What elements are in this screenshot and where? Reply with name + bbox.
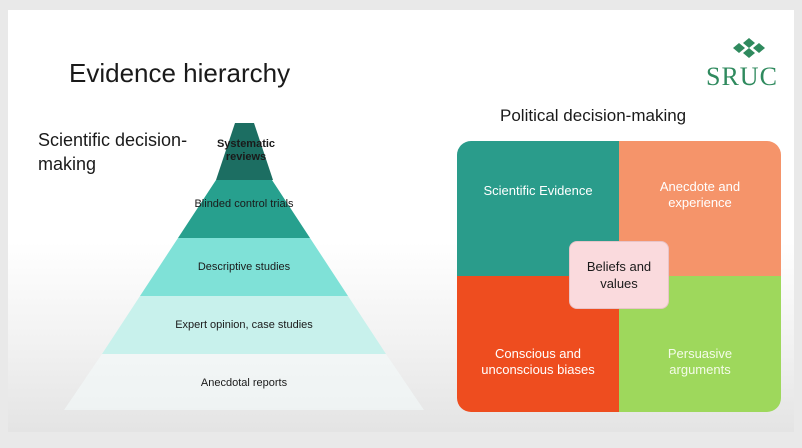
pyramid-tier-anecdotal xyxy=(64,354,424,410)
quadrant-label: Conscious and unconscious biases xyxy=(481,346,595,377)
pyramid-tier-systematic-reviews xyxy=(216,123,273,180)
page-title: Evidence hierarchy xyxy=(69,58,291,88)
pyramid-tier-blinded-trials xyxy=(178,180,310,238)
tier-label-systematic: Systematic reviews xyxy=(216,138,276,163)
political-decision-title: Political decision-making xyxy=(500,106,687,125)
quadrant-label: Anecdote and experience xyxy=(659,179,741,210)
tier-label-expert: Expert opinion, case studies xyxy=(175,319,313,331)
pyramid-tier-expert-opinion xyxy=(102,296,386,354)
quadrant-label: Persuasive arguments xyxy=(667,346,733,377)
tier-label-blinded: Blinded control trials xyxy=(194,198,294,210)
slide: Evidence hierarchy SRUC Scientific decis… xyxy=(8,10,794,432)
diamond-logo-icon xyxy=(733,38,765,58)
pyramid-tier-descriptive-studies xyxy=(140,238,348,296)
scientific-decision-label: Scientific decision-making xyxy=(38,130,188,174)
sruc-logo: SRUC xyxy=(704,38,794,98)
logo-text: SRUC xyxy=(706,62,778,91)
evidence-pyramid xyxy=(64,123,424,410)
center-beliefs-values: Beliefs and values xyxy=(569,241,669,309)
center-label: Beliefs and values xyxy=(586,259,652,291)
tier-label-descriptive: Descriptive studies xyxy=(197,261,291,273)
tier-label-anecdotal: Anecdotal reports xyxy=(200,377,288,389)
